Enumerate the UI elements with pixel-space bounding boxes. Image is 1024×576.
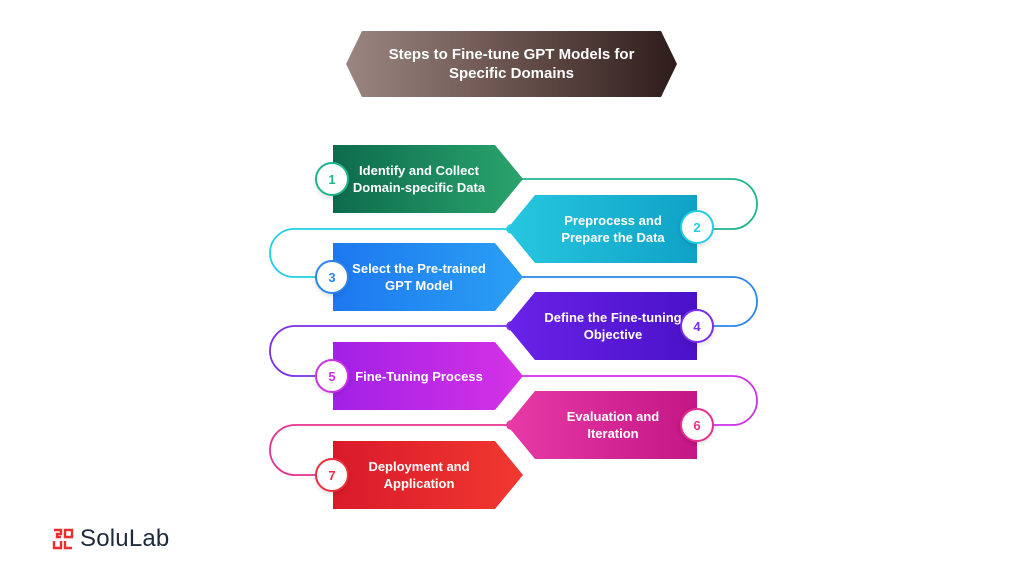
step-5-number-badge: 5 (315, 359, 349, 393)
connector-6-to-7 (269, 424, 511, 476)
step-3-label: Select the Pre-trained GPT Model (352, 261, 486, 293)
solulab-logo: SoluLab (52, 525, 169, 553)
step-2-number-badge: 2 (680, 210, 714, 244)
step-5-box: Fine-Tuning Process (333, 342, 523, 410)
step-4-label: Define the Fine-tuning Objective (544, 310, 682, 342)
step-7-number-badge: 7 (315, 458, 349, 492)
step-1-label: Identify and Collect Domain-specific Dat… (352, 163, 486, 195)
connector-5-to-6 (499, 375, 758, 426)
diagram-title: Steps to Fine-tune GPT Models for Specif… (388, 46, 635, 82)
step-4-number-badge: 4 (680, 309, 714, 343)
step-6-label: Evaluation and Iteration (566, 409, 660, 441)
connector-4-to-5 (269, 325, 511, 377)
step-6-number-badge: 6 (680, 408, 714, 442)
step-6-box: Evaluation and Iteration (507, 391, 697, 459)
step-2-label: Preprocess and Prepare the Data (561, 213, 665, 245)
solulab-logo-icon (52, 528, 74, 550)
step-4-box: Define the Fine-tuning Objective (507, 292, 697, 360)
step-7-box: Deployment and Application (333, 441, 523, 509)
connector-2-to-3 (269, 228, 511, 278)
logo-wordmark: SoluLab (80, 525, 170, 552)
step-3-number-badge: 3 (315, 260, 349, 294)
title-banner: Steps to Fine-tune GPT Models for Specif… (346, 31, 677, 97)
connector-1-to-2 (499, 178, 758, 230)
step-7-label: Deployment and Application (368, 459, 470, 491)
step-3-box: Select the Pre-trained GPT Model (333, 243, 523, 311)
step-1-box: Identify and Collect Domain-specific Dat… (333, 145, 523, 213)
connector-3-to-4 (499, 276, 758, 327)
step-1-number-badge: 1 (315, 162, 349, 196)
step-2-box: Preprocess and Prepare the Data (507, 195, 697, 263)
step-5-label: Fine-Tuning Process (355, 368, 483, 384)
